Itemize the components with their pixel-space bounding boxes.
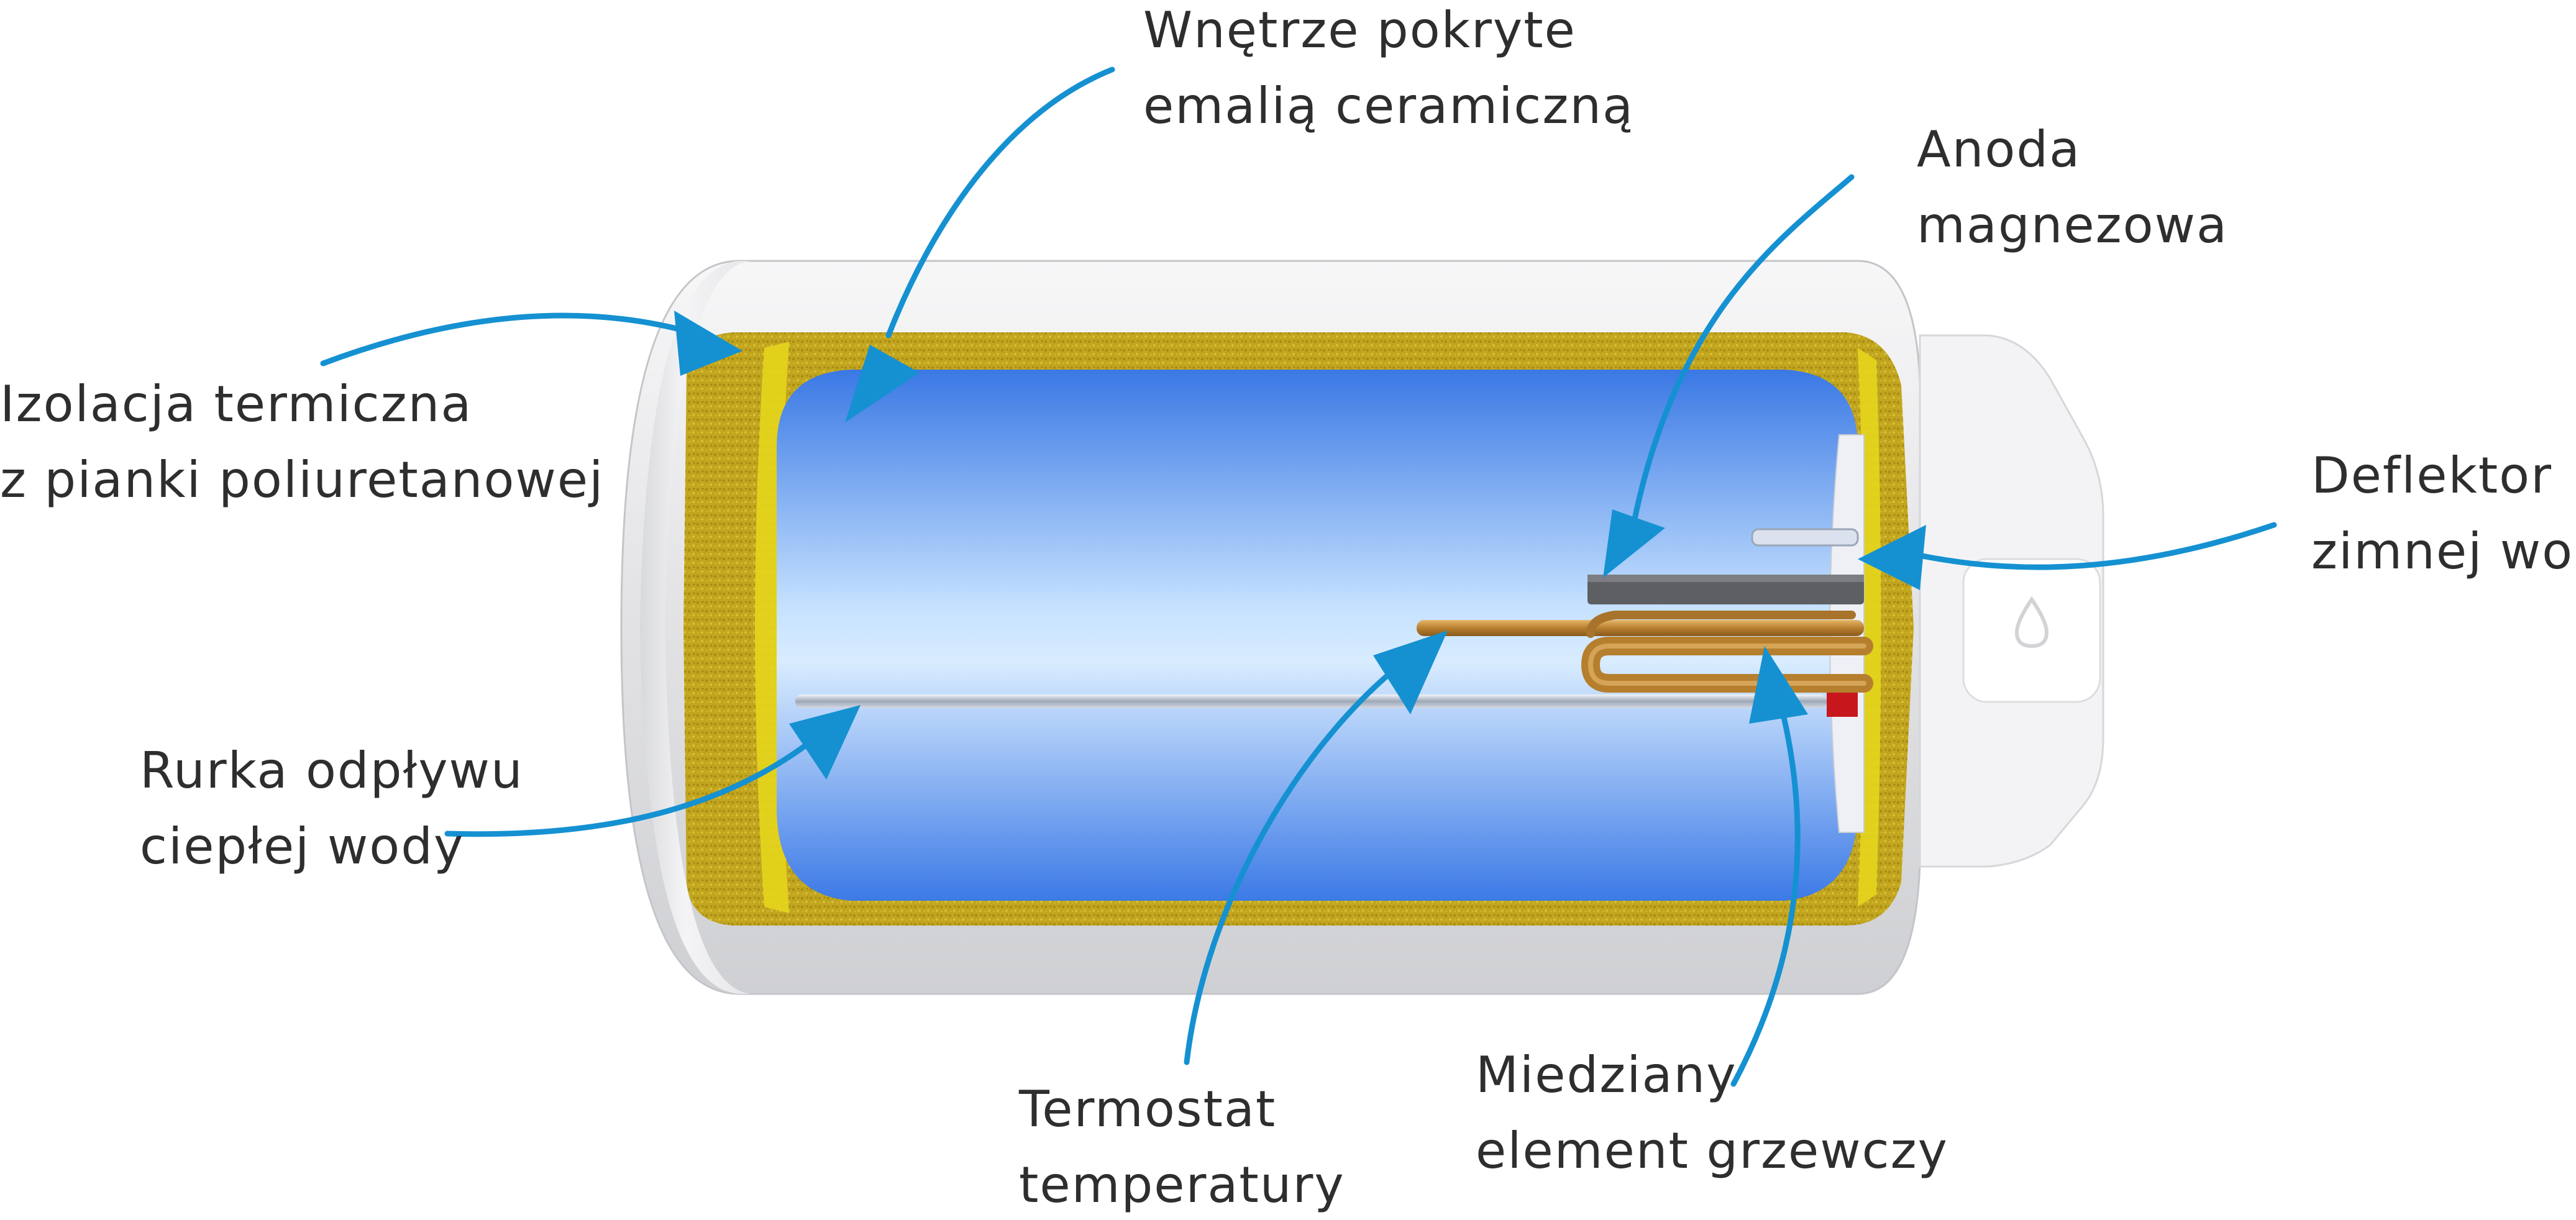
label-insulation-line2: z pianki poliuretanowej — [0, 451, 605, 509]
heater-arrow-line — [1730, 686, 1801, 1087]
label-anode-line2: magnezowa — [1917, 196, 2229, 254]
label-heater-line1: Miedziany — [1476, 1046, 1737, 1104]
label-hot-pipe: Rurka odpływu ciepłej wody — [140, 733, 524, 885]
thermostat-arrow-line — [1184, 649, 1420, 1065]
label-heater: Miedziany element grzewczy — [1476, 1037, 1948, 1189]
cold-water-deflector-pipe — [1751, 528, 1859, 547]
hot-pipe-arrow-line — [444, 736, 817, 837]
deflector-arrow-line — [1904, 522, 2277, 570]
insulation-arrowhead — [674, 311, 742, 376]
control-housing — [1919, 334, 2104, 868]
water-drop-icon — [2014, 596, 2049, 649]
heater-arrowhead — [1749, 646, 1808, 724]
label-hot-pipe-line2: ciepłej wody — [140, 817, 465, 875]
label-insulation: Izolacja termiczna z pianki poliuretanow… — [0, 366, 604, 518]
deflector-arrowhead — [1858, 525, 1926, 590]
copper-heating-element — [1417, 611, 1873, 693]
label-thermostat-line2: temperatury — [1019, 1156, 1345, 1214]
control-panel — [1962, 558, 2101, 703]
thermostat-arrowhead — [1373, 630, 1448, 714]
label-insulation-line1: Izolacja termiczna — [0, 375, 473, 433]
label-heater-line2: element grzewczy — [1476, 1122, 1948, 1180]
hot-water-pipe — [795, 694, 1827, 708]
label-enamel-line2: emalią ceramiczną — [1143, 77, 1635, 135]
magnesium-anode — [1587, 575, 1864, 604]
water-tank-interior — [777, 370, 1858, 901]
label-anode-line1: Anoda — [1917, 121, 2081, 178]
label-deflector-line1: Deflektor — [2311, 447, 2552, 504]
enamel-arrow-line — [885, 66, 1115, 339]
hot-pipe-arrowhead — [789, 705, 861, 780]
label-enamel-line1: Wnętrze pokryte — [1143, 1, 1576, 59]
anode-arrow-line — [1631, 174, 1855, 525]
thermostat-tip — [1827, 691, 1858, 717]
label-thermostat-line1: Termostat — [1019, 1080, 1277, 1138]
label-anode: Anoda magnezowa — [1917, 112, 2228, 263]
label-thermostat: Termostat temperatury — [1019, 1072, 1345, 1220]
label-enamel: Wnętrze pokryte emalią ceramiczną — [1143, 0, 1634, 144]
annotation-arrows — [320, 66, 2277, 1087]
label-deflector-line2: zimnej wody — [2311, 522, 2576, 580]
label-hot-pipe-line1: Rurka odpływu — [140, 742, 524, 799]
anode-arrowhead — [1603, 509, 1665, 578]
annotation-arrowheads — [674, 311, 1926, 780]
enamel-arrowhead — [845, 345, 920, 422]
label-deflector: Deflektor zimnej wody — [2311, 438, 2576, 590]
insulation-arrow-line — [320, 312, 705, 366]
